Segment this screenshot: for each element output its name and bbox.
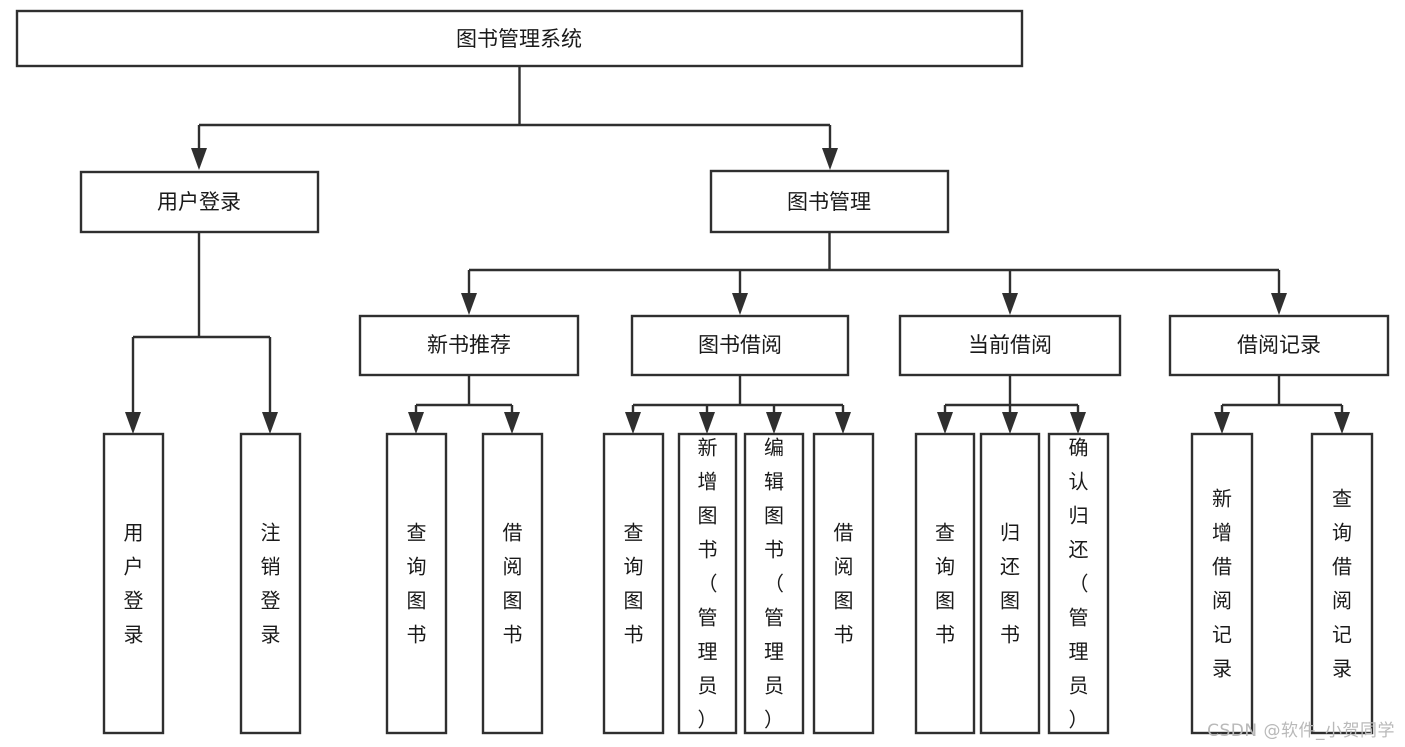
node-leaf-query-book-borrow-label: 查询图书 bbox=[624, 521, 644, 647]
node-root-label: 图书管理系统 bbox=[456, 27, 582, 51]
arrow-current-borrow-to-leaf3 bbox=[1070, 412, 1086, 434]
node-current-borrow-label: 当前借阅 bbox=[968, 333, 1052, 357]
node-leaf-query-record[interactable]: 查询借阅记录 bbox=[1310, 432, 1374, 735]
node-current-borrow-box[interactable] bbox=[898, 314, 1122, 377]
node-leaf-borrow-book[interactable]: 借阅图书 bbox=[812, 432, 875, 735]
edge-group-borrow-record bbox=[1214, 375, 1350, 434]
node-leaf-borrow-book-rec-box[interactable] bbox=[481, 432, 544, 735]
arrow-book-manage-to-current-borrow bbox=[1002, 293, 1018, 315]
edge-group-book-manage bbox=[461, 232, 1287, 315]
edge-group-user-login bbox=[125, 232, 278, 434]
arrow-current-borrow-to-leaf1 bbox=[937, 412, 953, 434]
node-book-borrow[interactable]: 图书借阅 bbox=[630, 314, 850, 377]
node-current-borrow[interactable]: 当前借阅 bbox=[898, 314, 1122, 377]
node-leaf-return-book-box[interactable] bbox=[979, 432, 1041, 735]
arrow-current-borrow-to-leaf2 bbox=[1002, 412, 1018, 434]
node-leaf-query-book-borrow-box[interactable] bbox=[602, 432, 665, 735]
arrow-book-manage-to-borrow-record bbox=[1271, 293, 1287, 315]
node-leaf-query-book-rec[interactable]: 查询图书 bbox=[385, 432, 448, 735]
node-leaf-query-book-current[interactable]: 查询图书 bbox=[914, 432, 976, 735]
node-leaf-add-book-box[interactable] bbox=[677, 432, 738, 735]
node-leaf-borrow-book-box[interactable] bbox=[812, 432, 875, 735]
node-leaf-query-record-box[interactable] bbox=[1310, 432, 1374, 735]
edge-group-new-book-rec bbox=[408, 375, 520, 434]
arrow-user-login-to-leaf2 bbox=[262, 412, 278, 434]
node-new-book-rec-box[interactable] bbox=[358, 314, 580, 377]
node-leaf-borrow-book-label: 借阅图书 bbox=[834, 521, 854, 647]
arrow-book-borrow-to-leaf4 bbox=[835, 412, 851, 434]
node-leaf-confirm-return[interactable]: 确认归还（管理员） bbox=[1047, 432, 1110, 735]
node-leaf-add-record-label: 新增借阅记录 bbox=[1212, 487, 1232, 681]
node-leaf-query-book-current-box[interactable] bbox=[914, 432, 976, 735]
node-leaf-user-login-label: 用户登录 bbox=[124, 521, 144, 647]
leaf-node-layer: 用户登录 注销登录 查询图书 借阅图书 查询图书 新增图书（管理员） 编辑图书（管理员） 借阅… bbox=[102, 432, 1374, 735]
node-borrow-record-box[interactable] bbox=[1168, 314, 1390, 377]
node-leaf-add-book-label: 新增图书（管理员） bbox=[698, 436, 718, 732]
node-leaf-edit-book-box[interactable] bbox=[743, 432, 805, 735]
arrow-book-borrow-to-leaf3 bbox=[766, 412, 782, 434]
node-leaf-add-book[interactable]: 新增图书（管理员） bbox=[677, 432, 738, 735]
node-leaf-confirm-return-label: 确认归还（管理员） bbox=[1069, 436, 1089, 732]
node-leaf-query-record-label: 查询借阅记录 bbox=[1332, 487, 1352, 681]
node-leaf-user-logout-box[interactable] bbox=[239, 432, 302, 735]
node-leaf-borrow-book-rec-label: 借阅图书 bbox=[503, 521, 523, 647]
node-leaf-user-logout[interactable]: 注销登录 bbox=[239, 432, 302, 735]
node-leaf-edit-book[interactable]: 编辑图书（管理员） bbox=[743, 432, 805, 735]
edge-group-book-borrow bbox=[625, 375, 851, 434]
node-leaf-user-logout-label: 注销登录 bbox=[261, 521, 281, 647]
edge-group-root bbox=[191, 66, 838, 170]
node-leaf-query-book-rec-box[interactable] bbox=[385, 432, 448, 735]
node-root[interactable]: 图书管理系统 bbox=[15, 9, 1024, 68]
node-leaf-add-record-box[interactable] bbox=[1190, 432, 1254, 735]
node-book-manage[interactable]: 图书管理 bbox=[709, 169, 950, 234]
arrow-user-login-to-leaf1 bbox=[125, 412, 141, 434]
node-borrow-record[interactable]: 借阅记录 bbox=[1168, 314, 1390, 377]
node-book-borrow-box[interactable] bbox=[630, 314, 850, 377]
arrow-book-borrow-to-leaf1 bbox=[625, 412, 641, 434]
node-leaf-edit-book-label: 编辑图书（管理员） bbox=[764, 436, 784, 732]
arrow-root-to-book-manage bbox=[822, 148, 838, 170]
node-leaf-user-login[interactable]: 用户登录 bbox=[102, 432, 165, 735]
node-book-manage-label: 图书管理 bbox=[787, 190, 871, 214]
node-new-book-rec-label: 新书推荐 bbox=[427, 333, 511, 357]
node-leaf-return-book[interactable]: 归还图书 bbox=[979, 432, 1041, 735]
arrow-new-book-rec-to-leaf1 bbox=[408, 412, 424, 434]
node-new-book-rec[interactable]: 新书推荐 bbox=[358, 314, 580, 377]
node-borrow-record-label: 借阅记录 bbox=[1237, 333, 1321, 357]
arrow-root-to-user-login bbox=[191, 148, 207, 170]
node-leaf-query-book-rec-label: 查询图书 bbox=[407, 521, 427, 647]
node-root-box[interactable] bbox=[15, 9, 1024, 68]
node-user-login[interactable]: 用户登录 bbox=[79, 170, 320, 234]
node-book-manage-box[interactable] bbox=[709, 169, 950, 234]
edge-group-current-borrow bbox=[937, 375, 1086, 434]
node-leaf-return-book-label: 归还图书 bbox=[1000, 521, 1020, 647]
node-leaf-borrow-book-rec[interactable]: 借阅图书 bbox=[481, 432, 544, 735]
arrow-book-borrow-to-leaf2 bbox=[699, 412, 715, 434]
node-leaf-query-book-current-label: 查询图书 bbox=[935, 521, 955, 647]
node-leaf-add-record[interactable]: 新增借阅记录 bbox=[1190, 432, 1254, 735]
node-leaf-confirm-return-box[interactable] bbox=[1047, 432, 1110, 735]
node-user-login-box[interactable] bbox=[79, 170, 320, 234]
node-leaf-user-login-box[interactable] bbox=[102, 432, 165, 735]
arrow-borrow-record-to-leaf1 bbox=[1214, 412, 1230, 434]
arrow-book-manage-to-new-book-rec bbox=[461, 293, 477, 315]
node-book-borrow-label: 图书借阅 bbox=[698, 333, 782, 357]
node-user-login-label: 用户登录 bbox=[157, 190, 241, 214]
arrow-borrow-record-to-leaf2 bbox=[1334, 412, 1350, 434]
node-leaf-query-book-borrow[interactable]: 查询图书 bbox=[602, 432, 665, 735]
arrow-new-book-rec-to-leaf2 bbox=[504, 412, 520, 434]
arrow-book-manage-to-book-borrow bbox=[732, 293, 748, 315]
